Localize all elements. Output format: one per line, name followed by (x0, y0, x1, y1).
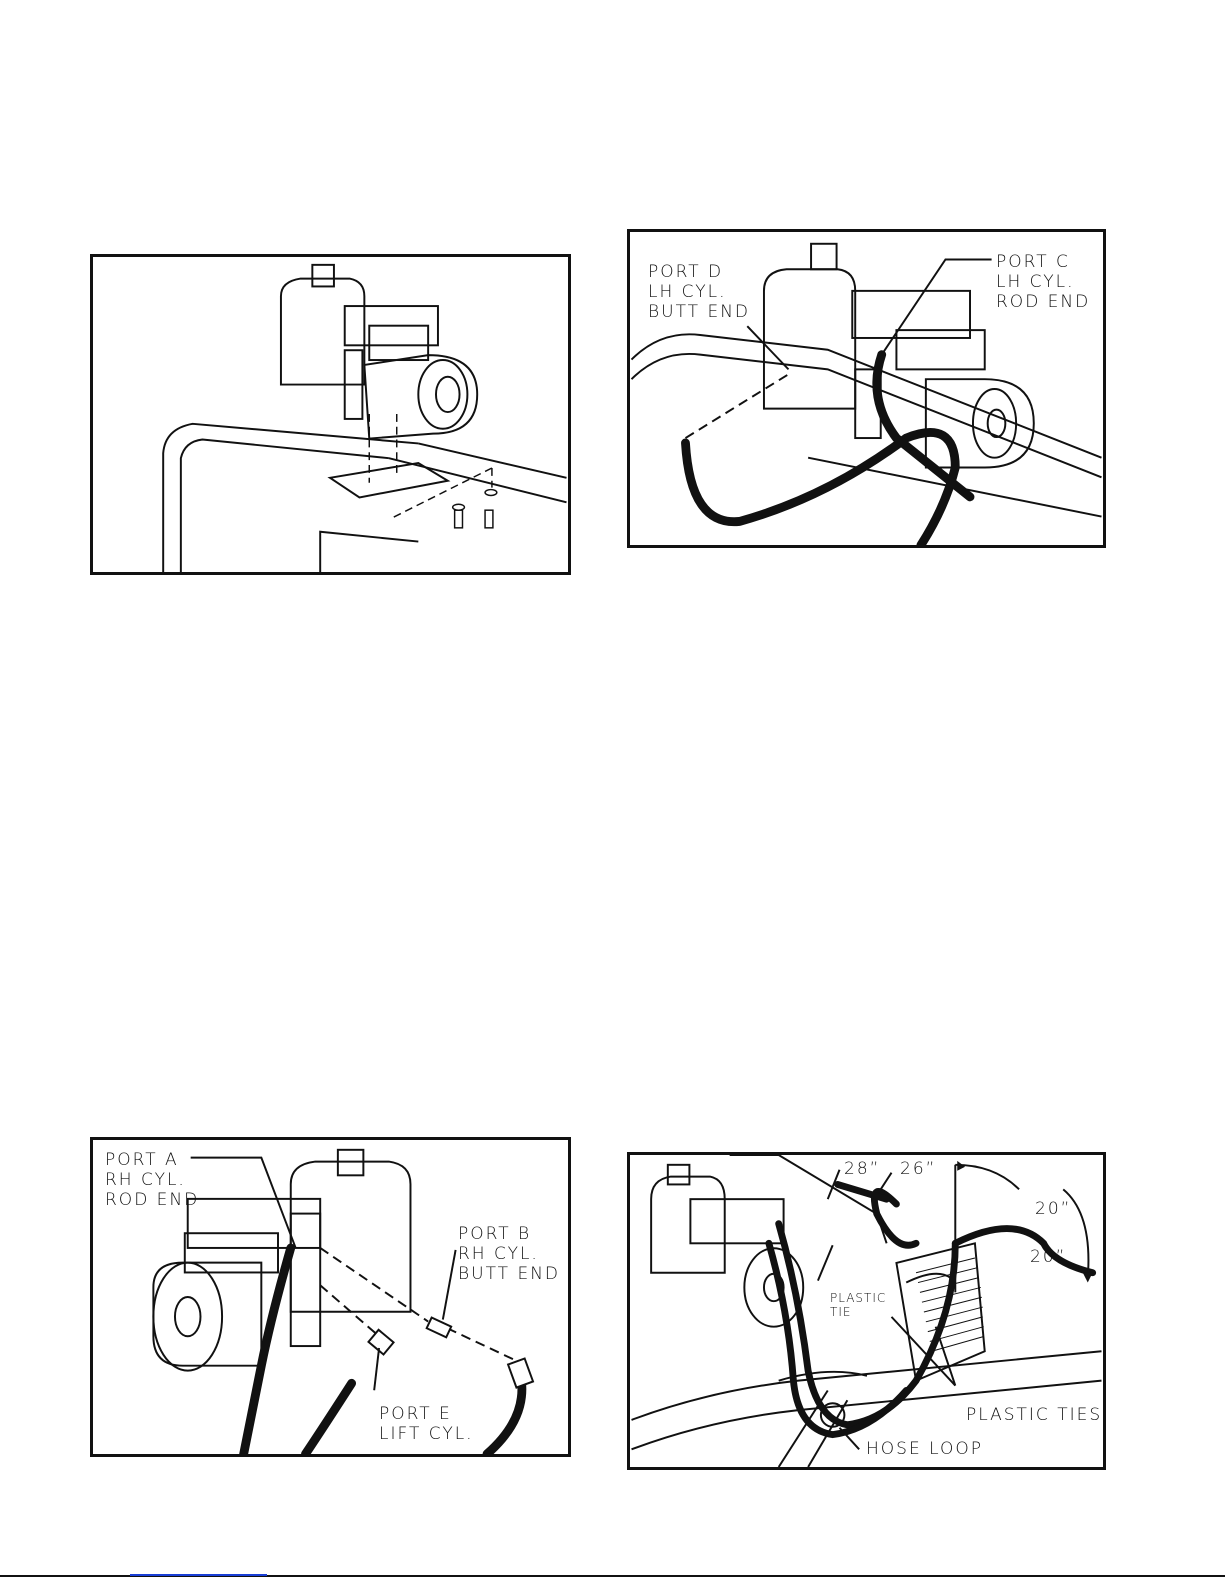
label-port-a: PORT A RH CYL. ROD END (105, 1150, 199, 1210)
label-port-c: PORT C LH CYL. ROD END (996, 252, 1090, 312)
label-hose-loop: HOSE LOOP (866, 1439, 983, 1459)
label-port-e: PORT E LIFT CYL. (379, 1404, 474, 1444)
label-port-b: PORT B RH CYL. BUTT END (458, 1224, 560, 1284)
figure-hose-routing: 28” 26” 20” 20” PLASTIC TIE PLASTIC TIES… (627, 1152, 1106, 1470)
label-plastic-tie: PLASTIC TIE (830, 1291, 886, 1319)
label-length-20-upper: 20” (1035, 1199, 1071, 1219)
label-port-d: PORT D LH CYL. BUTT END (648, 262, 750, 322)
footer-link-underline[interactable] (130, 1574, 267, 1576)
label-length-20-lower: 20” (1030, 1247, 1066, 1267)
label-length-28: 28” (844, 1159, 880, 1179)
figure-pump-mounting (90, 254, 571, 575)
label-length-26: 26” (900, 1159, 936, 1179)
figure-ports-a-b-e: PORT A RH CYL. ROD END PORT B RH CYL. BU… (90, 1137, 571, 1457)
label-plastic-ties: PLASTIC TIES (966, 1405, 1102, 1425)
figure-ports-c-d: PORT D LH CYL. BUTT END PORT C LH CYL. R… (627, 229, 1106, 548)
pump-mounting-drawing (93, 257, 568, 572)
